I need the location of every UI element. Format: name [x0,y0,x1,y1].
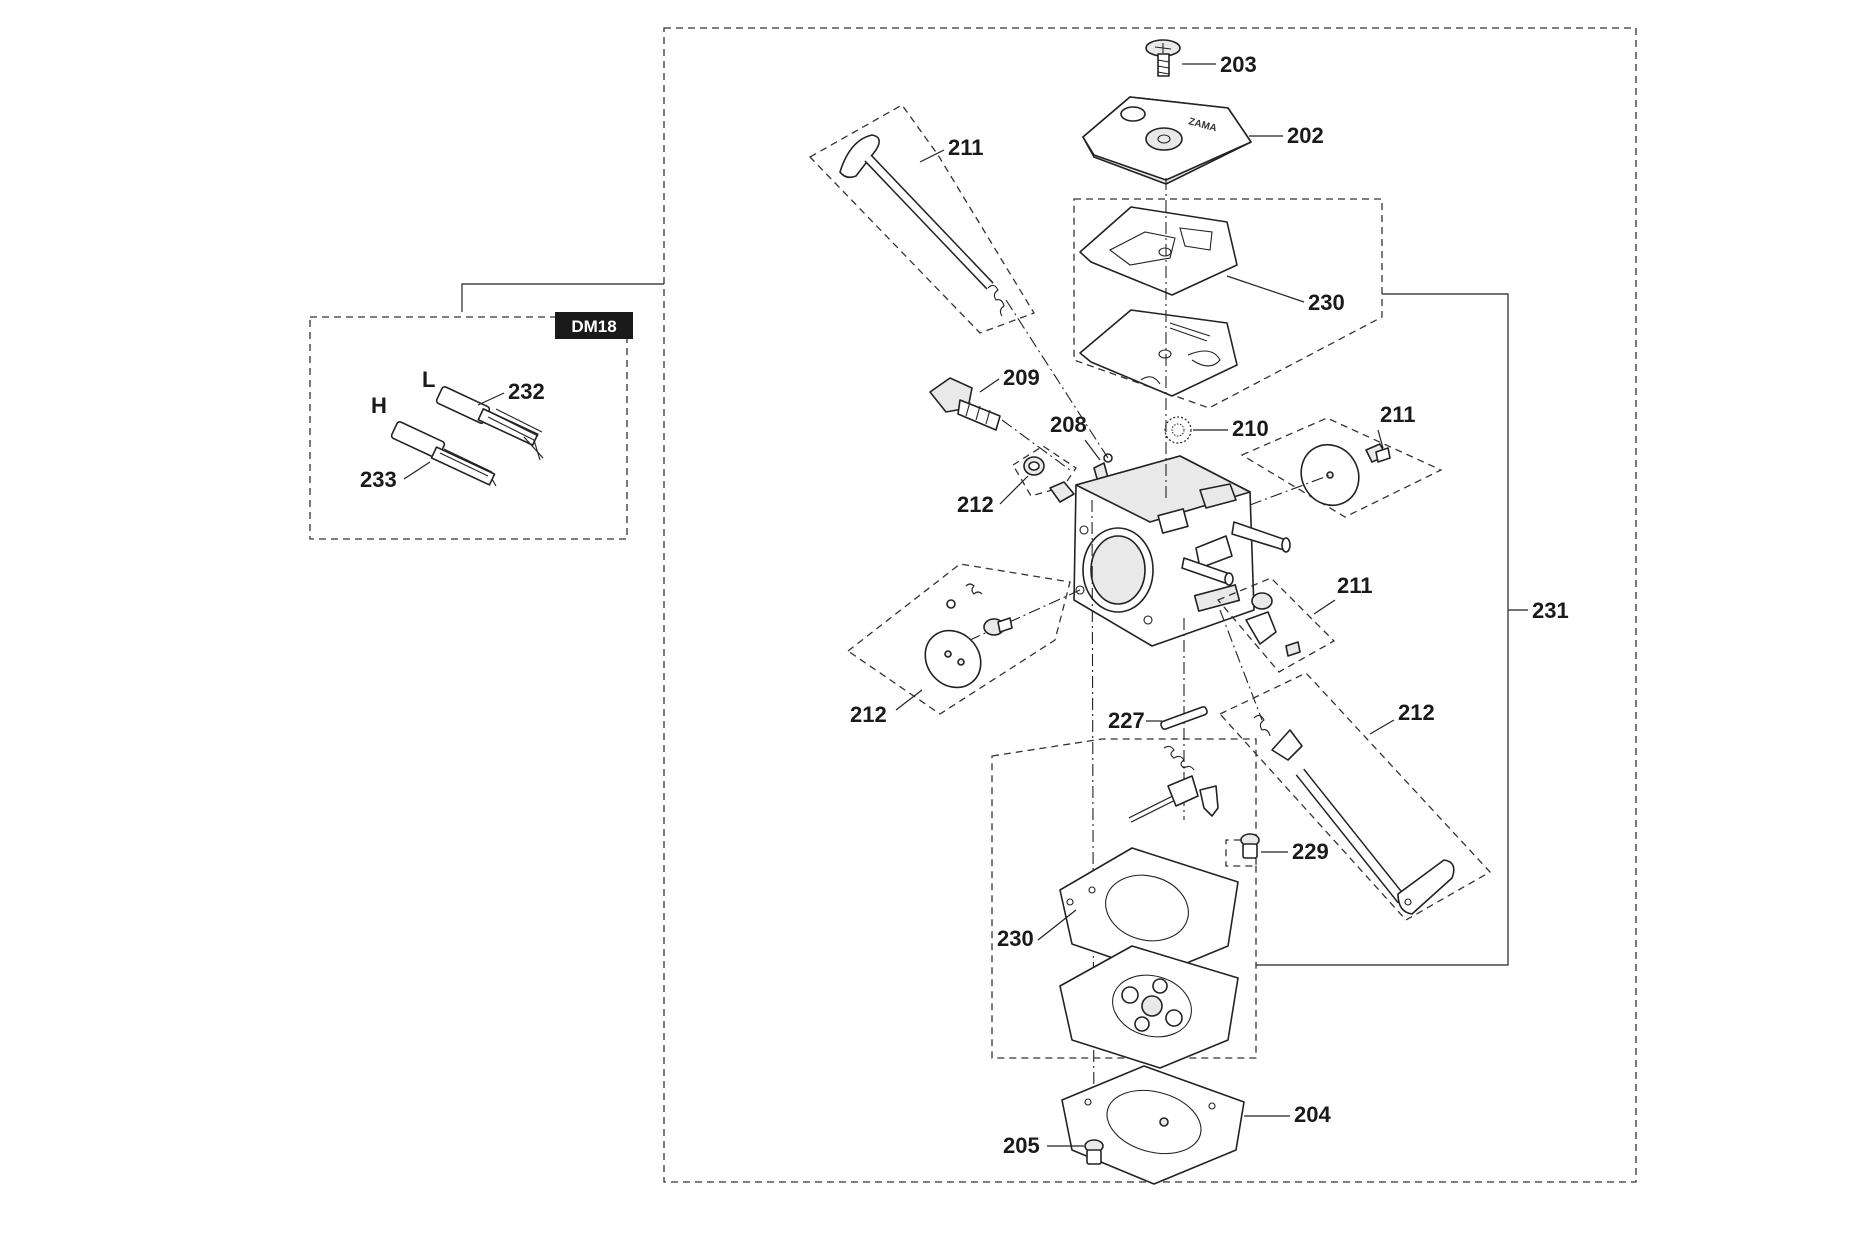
part-212-lower-boundary [846,563,1071,715]
svg-text:DM18: DM18 [571,317,616,336]
callout-212-left-upper: 212 [957,492,994,517]
callout-211-right: 211 [1380,402,1416,427]
leader-211-top [919,149,945,163]
callout-203: 203 [1220,52,1257,77]
callout-232: 232 [508,379,545,404]
leader-232 [477,392,505,406]
callout-212-right: 212 [1398,700,1435,725]
leader-230-lower [1037,909,1077,941]
alignment-axes [969,178,1331,1151]
needle-233 [390,421,497,487]
inlet-needle-group [1128,745,1219,823]
leader-212-right [1369,719,1395,735]
leader-212-left-lower [895,689,923,711]
callout-210: 210 [1232,416,1269,441]
callout-204: 204 [1294,1102,1331,1127]
leader-209 [979,378,1000,393]
leader-233 [403,461,431,480]
throttle-valve-212 [924,583,1013,689]
assembly-boundary-200 [663,27,1637,1183]
callout-211-mid: 211 [1337,573,1373,598]
leader-230-upper [1226,275,1305,303]
leader-211-right [1377,429,1384,449]
shaft-group-212-right-boundary [1218,672,1492,921]
callout-233: 233 [360,467,397,492]
callout-202: 202 [1287,123,1324,148]
carburetor-body [1073,455,1291,647]
choke-detent-211 [1245,592,1301,657]
cover-202: ZAMA [1082,96,1252,185]
part-212-upper-boundary [1012,445,1077,497]
screw-205 [1084,1139,1104,1165]
bushing-212-upper [1023,456,1075,503]
leader-212-left-upper [999,475,1029,505]
metering-diaphragm-230 [1059,945,1239,1069]
bracket-231 [1256,293,1509,966]
choke-valve-211 [1300,443,1391,507]
needle-label-high: H [371,393,387,418]
pump-gasket-230 [1079,206,1238,296]
metering-group-boundary [991,738,1257,1059]
callout-230-lower: 230 [997,926,1034,951]
shaft-group-211-boundary [808,104,1035,334]
callout-205: 205 [1003,1133,1040,1158]
leader-200 [461,283,496,312]
leader-208 [1084,439,1101,461]
screw-203 [1145,39,1181,77]
filter-screen-210 [1164,416,1192,444]
dm18-badge: DM18 [555,312,633,339]
pump-diaphragm-230 [1079,309,1238,397]
screw-229 [1240,833,1260,859]
metering-cover-204 [1061,1065,1245,1185]
part-227 [1160,706,1208,730]
metering-gasket-230 [1059,847,1239,975]
choke-shaft-212 [1253,714,1455,915]
kit-boundary-dm18 [309,316,628,540]
idle-screw-209 [929,377,1001,431]
pump-group-boundary [1073,198,1383,409]
callout-211-top: 211 [948,135,984,160]
leader-211-mid [1313,599,1336,615]
callout-230-upper: 230 [1308,290,1345,315]
callout-229: 229 [1292,839,1329,864]
callout-231: 231 [1532,598,1569,623]
needle-label-low: L [422,367,435,392]
callout-212-left-lower: 212 [850,702,887,727]
part-211-mid-boundary [1216,577,1336,673]
callout-209: 209 [1003,365,1040,390]
throttle-shaft-211 [839,134,1005,317]
needle-232 [435,386,544,461]
callout-227: 227 [1108,708,1145,733]
